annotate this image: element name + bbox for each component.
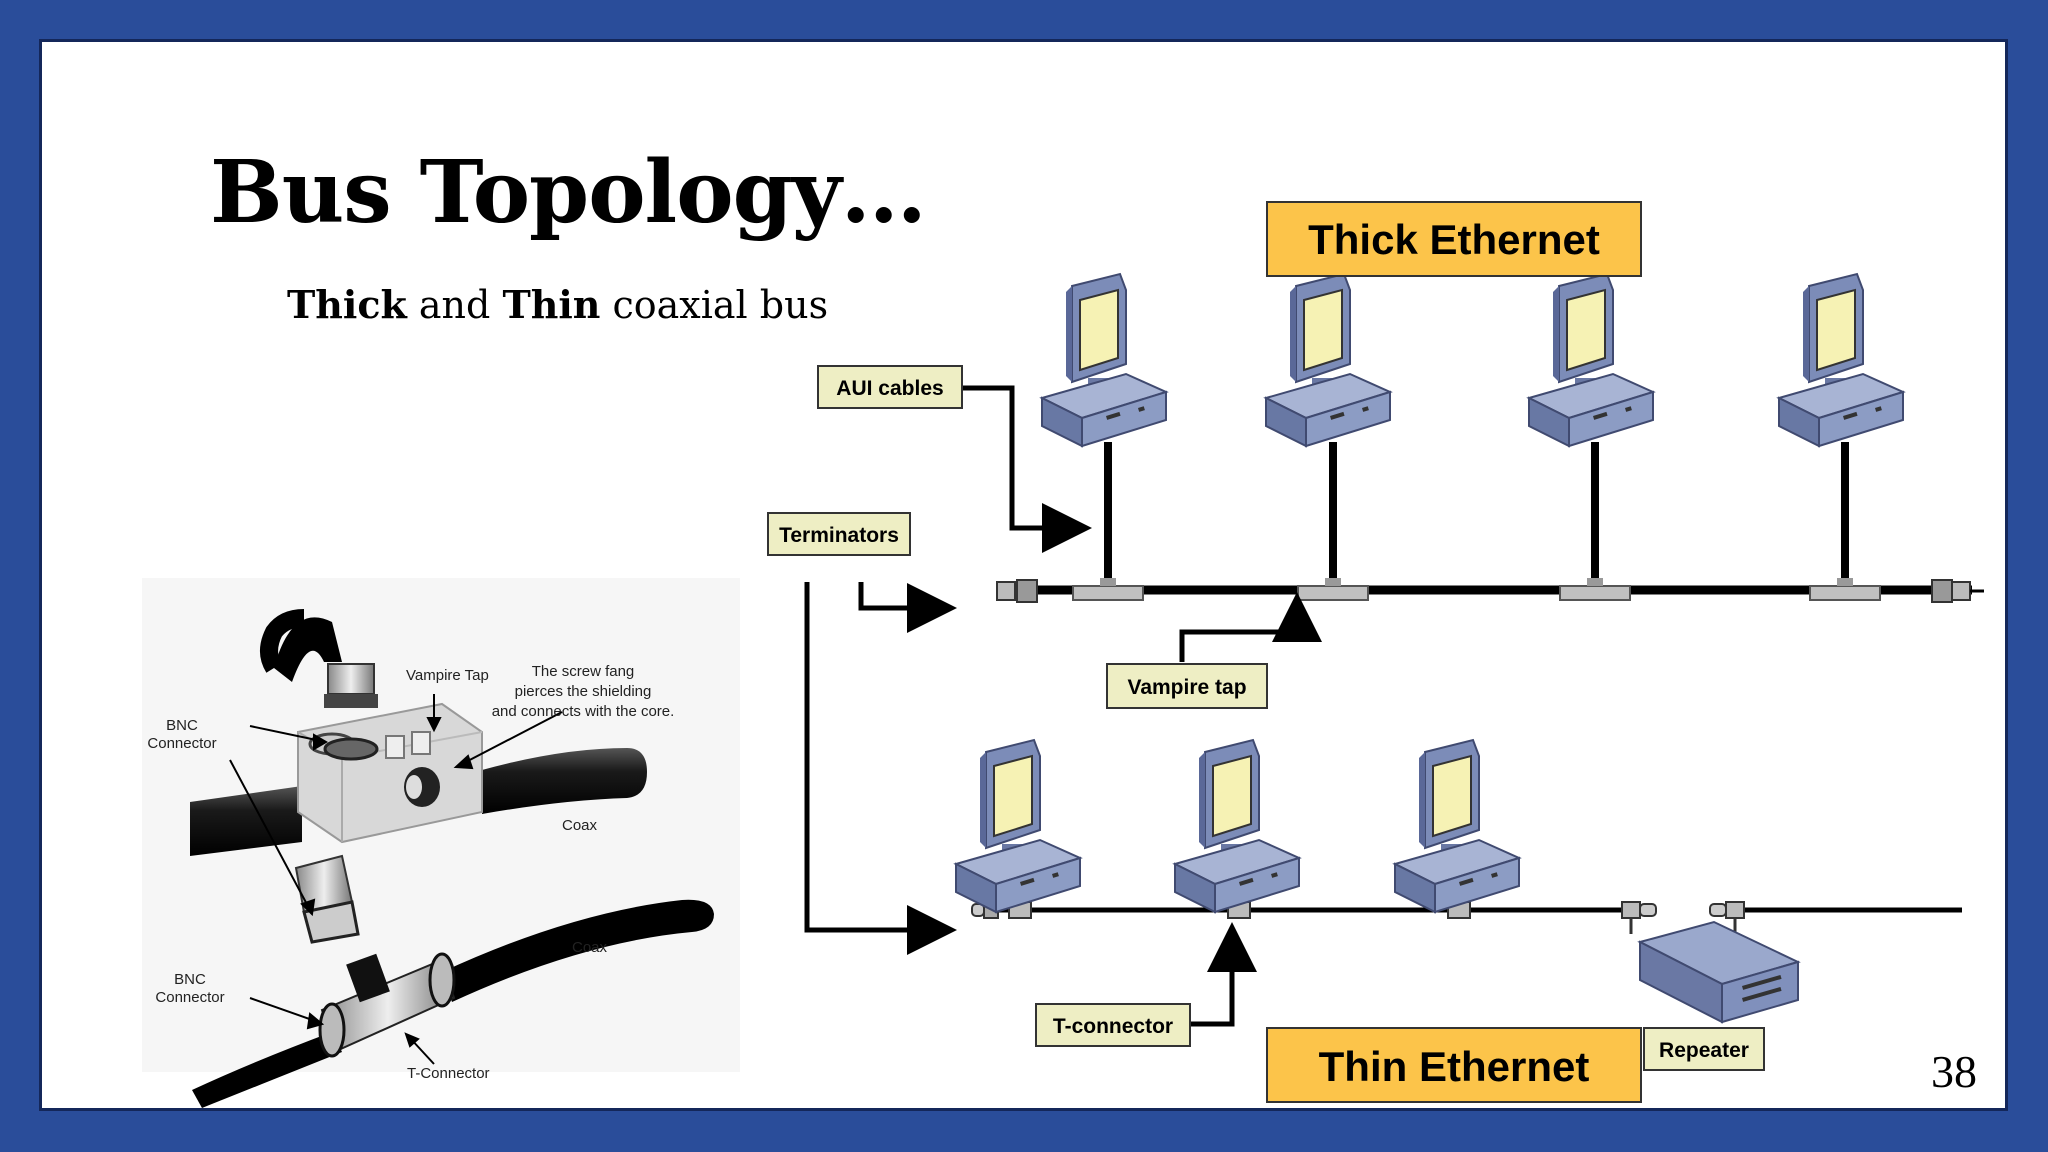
terminators-arrow-thick: [858, 582, 957, 633]
aui-cables-arrow: [962, 385, 1092, 553]
terminator-left-thick: [996, 579, 1038, 603]
page-number: 38: [1931, 1046, 1977, 1097]
vampire-tap-callout: Vampire tap: [1106, 663, 1268, 709]
terminators-arrow-thin: [804, 582, 957, 955]
repeater-callout: Repeater: [1643, 1027, 1765, 1071]
thick-computer-1: [1041, 273, 1167, 447]
screw-fang: [404, 767, 440, 807]
thin-tconnector-1: [1008, 884, 1032, 919]
slide-title: Bus Topology…: [210, 142, 927, 243]
thick-computer-2: [1265, 273, 1391, 447]
photo-label-bnc-bottom-1: BNC: [174, 971, 206, 988]
thin-ethernet-title-box: Thin Ethernet: [1266, 1027, 1642, 1103]
thin-coax-cable: [192, 1032, 342, 1108]
terminators-label: Terminators: [779, 524, 899, 547]
thin-computer-2: [1174, 739, 1300, 913]
photo-label-vampire-tap: Vampire Tap: [406, 667, 489, 684]
thick-drop-3: [1559, 442, 1631, 601]
subtitle-thick: Thick: [287, 282, 407, 327]
slide: Bus Topology… Thick and Thin coaxial bus: [39, 39, 2008, 1111]
bnc-connector-top: [327, 663, 375, 695]
aui-cables-callout: AUI cables: [817, 365, 963, 409]
thick-ethernet-bus: [996, 273, 1984, 603]
vampire-tap-arrow: [1179, 592, 1322, 662]
thick-computer-4: [1778, 273, 1904, 447]
photo-label-coax-bottom: Coax: [572, 939, 608, 956]
photo-label-bnc-top-2: Connector: [147, 735, 216, 752]
loose-bnc-connector: [294, 854, 360, 944]
thin-computer-3: [1394, 739, 1520, 913]
terminator-right-thick: [1931, 579, 1984, 603]
thick-drop-2: [1297, 442, 1369, 601]
photo-label-screw-1: The screw fang: [532, 663, 635, 680]
subtitle-thin: Thin: [502, 282, 601, 327]
thin-computer-1: [955, 739, 1081, 913]
vampire-tap-block: [297, 702, 483, 844]
subtitle-rest: coaxial bus: [600, 283, 829, 327]
thick-computer-3: [1528, 273, 1654, 447]
repeater-device: [1637, 920, 1801, 1024]
thin-tconnector-3: [1447, 884, 1471, 919]
repeater-connectors: [1621, 901, 1745, 934]
thin-ethernet-bus: [955, 739, 1962, 1024]
photo-background: [142, 578, 740, 1072]
thick-ethernet-title: Thick Ethernet: [1308, 216, 1600, 263]
thick-drop-4: [1809, 442, 1881, 601]
thin-ethernet-title: Thin Ethernet: [1319, 1043, 1590, 1090]
terminator-left-thin: [971, 901, 999, 919]
t-connector-callout: T-connector: [1035, 1003, 1191, 1047]
photo-label-screw-3: and connects with the core.: [492, 703, 675, 720]
photo-label-coax-top: Coax: [562, 817, 598, 834]
photo-label-t-connector: T-Connector: [407, 1065, 490, 1082]
t-connector-arrow: [1182, 922, 1257, 1027]
t-connector-label: T-connector: [1053, 1015, 1173, 1038]
thin-tconnector-2: [1227, 884, 1251, 919]
subtitle-and: and: [406, 283, 503, 327]
repeater-label: Repeater: [1659, 1039, 1749, 1062]
thick-coax-cable-right: [482, 748, 647, 814]
slide-subtitle: Thick and Thin coaxial bus: [287, 282, 828, 327]
t-connector-photo: [318, 952, 456, 1058]
photo-label-bnc-bottom-2: Connector: [155, 989, 224, 1006]
terminators-callout: Terminators: [767, 512, 911, 556]
aui-cables-label: AUI cables: [836, 377, 943, 400]
photo-label-screw-2: pierces the shielding: [515, 683, 652, 700]
vampire-tap-label: Vampire tap: [1127, 676, 1246, 699]
thick-drop-1: [1072, 442, 1144, 601]
aui-curl-cable: [274, 617, 342, 682]
thick-coax-cable: [190, 786, 302, 856]
thick-ethernet-title-box: Thick Ethernet: [1266, 201, 1642, 277]
photo-label-bnc-top-1: BNC: [166, 717, 198, 734]
